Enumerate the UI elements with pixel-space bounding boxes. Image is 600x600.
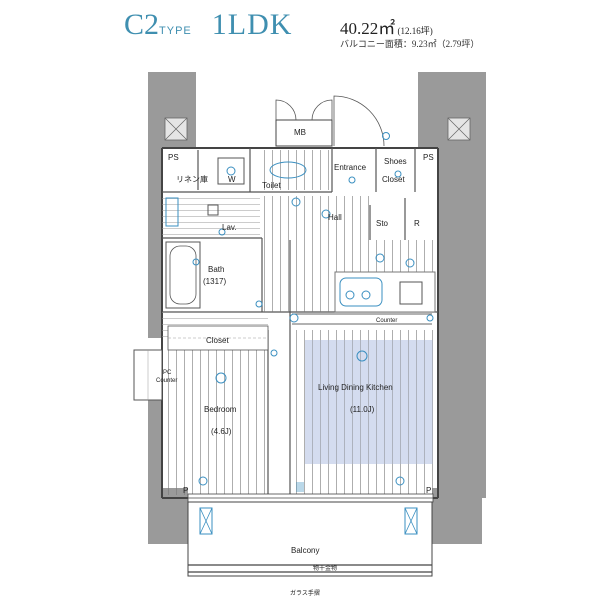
label-linen: リネン庫 — [176, 174, 208, 184]
label-ldk: Living Dining Kitchen — [318, 383, 393, 392]
balcony-area: バルコニー面積：9.23㎡（2.79坪） — [340, 39, 480, 49]
structural-columns — [148, 72, 486, 544]
label-entrance: Entrance — [334, 163, 367, 172]
floor-area: 40.22㎡ (12.16坪) — [340, 14, 433, 39]
label-hall: Hall — [328, 213, 342, 222]
plan-header: C2TYPE 1LDK 40.22㎡ (12.16坪) バルコニー面積：9.23㎡… — [0, 0, 600, 60]
pc-counter-niche — [133, 349, 163, 401]
label-closet: Closet — [206, 336, 229, 345]
label-pc-counter: Counter — [156, 378, 177, 384]
type-code: C2 — [124, 8, 160, 41]
label-glass-rail: ガラス手摺 — [290, 589, 320, 597]
label-pc: PC — [163, 370, 172, 376]
unit-type-title: C2TYPE 1LDK — [124, 8, 292, 42]
label-ps-left: PS — [168, 153, 179, 162]
label-counter-upper: Counter — [376, 318, 397, 324]
room-labels: MB PS PS リネン庫 W Toilet Entrance Shoes Cl… — [156, 128, 434, 597]
type-word: TYPE — [159, 25, 192, 37]
label-bedroom: Bedroom — [204, 405, 237, 414]
bedroom-closet — [167, 325, 269, 351]
area-tsubo: (12.16坪) — [397, 26, 433, 36]
label-balcony: Balcony — [291, 546, 319, 555]
label-toilet: Toilet — [262, 181, 281, 190]
label-bath: Bath — [208, 265, 224, 274]
label-mb: MB — [294, 128, 306, 137]
mb-area — [275, 95, 390, 147]
label-ps-right: PS — [423, 153, 434, 162]
label-bedroom-size: (4.6J) — [211, 427, 232, 436]
label-w: W — [228, 175, 236, 184]
label-lav: Lav. — [222, 223, 237, 232]
label-p-left: P — [183, 486, 188, 495]
label-p-right: P — [426, 486, 431, 495]
label-r: R — [414, 219, 420, 228]
label-closet-shoes: Closet — [382, 175, 405, 184]
bathtub — [165, 241, 201, 309]
label-sto: Sto — [376, 219, 389, 228]
area-value: 40.22㎡ — [340, 19, 396, 38]
label-hardware: 物干金物 — [313, 564, 337, 572]
balcony-area-shape — [187, 501, 433, 577]
label-shoes: Shoes — [384, 157, 407, 166]
label-ldk-size: (11.0J) — [350, 405, 375, 414]
layout-name: 1LDK — [211, 8, 293, 41]
label-bath-size: (1317) — [203, 277, 226, 286]
fixtures — [165, 157, 434, 486]
